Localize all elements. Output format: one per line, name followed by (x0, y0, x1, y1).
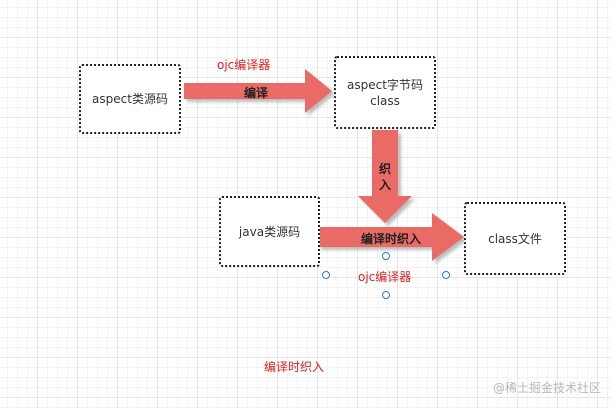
aspect-bytecode-node[interactable]: aspect字节码 class (334, 56, 436, 129)
aspect-source-node[interactable]: aspect类源码 (79, 64, 181, 134)
compile-arrow-label: 编译 (244, 86, 269, 100)
selection-handle-top[interactable] (382, 252, 390, 260)
aspect-source-label: aspect类源码 (92, 92, 168, 106)
weave-arrow-label-2: 入 (378, 178, 391, 192)
weave-arrow[interactable] (358, 130, 412, 223)
java-source-label: java类源码 (238, 224, 301, 239)
selection-handle-bottom[interactable] (382, 291, 390, 299)
ajc-compiler-top-label: ojc编译器 (217, 58, 271, 72)
aspect-bytecode-label-line1: aspect字节码 (347, 77, 423, 92)
selection-handle-left[interactable] (322, 271, 330, 279)
java-source-node[interactable]: java类源码 (219, 196, 320, 267)
compile-time-weave-arrow-label: 编译时织入 (361, 232, 422, 246)
class-file-node[interactable]: class文件 (464, 202, 566, 275)
compile-time-weave-arrow[interactable] (318, 213, 464, 261)
weave-arrow-label-1: 织 (378, 162, 391, 176)
watermark: @稀土掘金技术社区 (492, 381, 601, 395)
compile-arrow[interactable] (184, 69, 332, 113)
class-file-label: class文件 (488, 231, 542, 246)
aspect-bytecode-label-line2: class (370, 93, 400, 108)
selection-handle-right[interactable] (442, 271, 450, 279)
ajc-compiler-bottom-label: ojc编译器 (358, 270, 412, 284)
diagram-caption: 编译时织入 (264, 360, 325, 374)
